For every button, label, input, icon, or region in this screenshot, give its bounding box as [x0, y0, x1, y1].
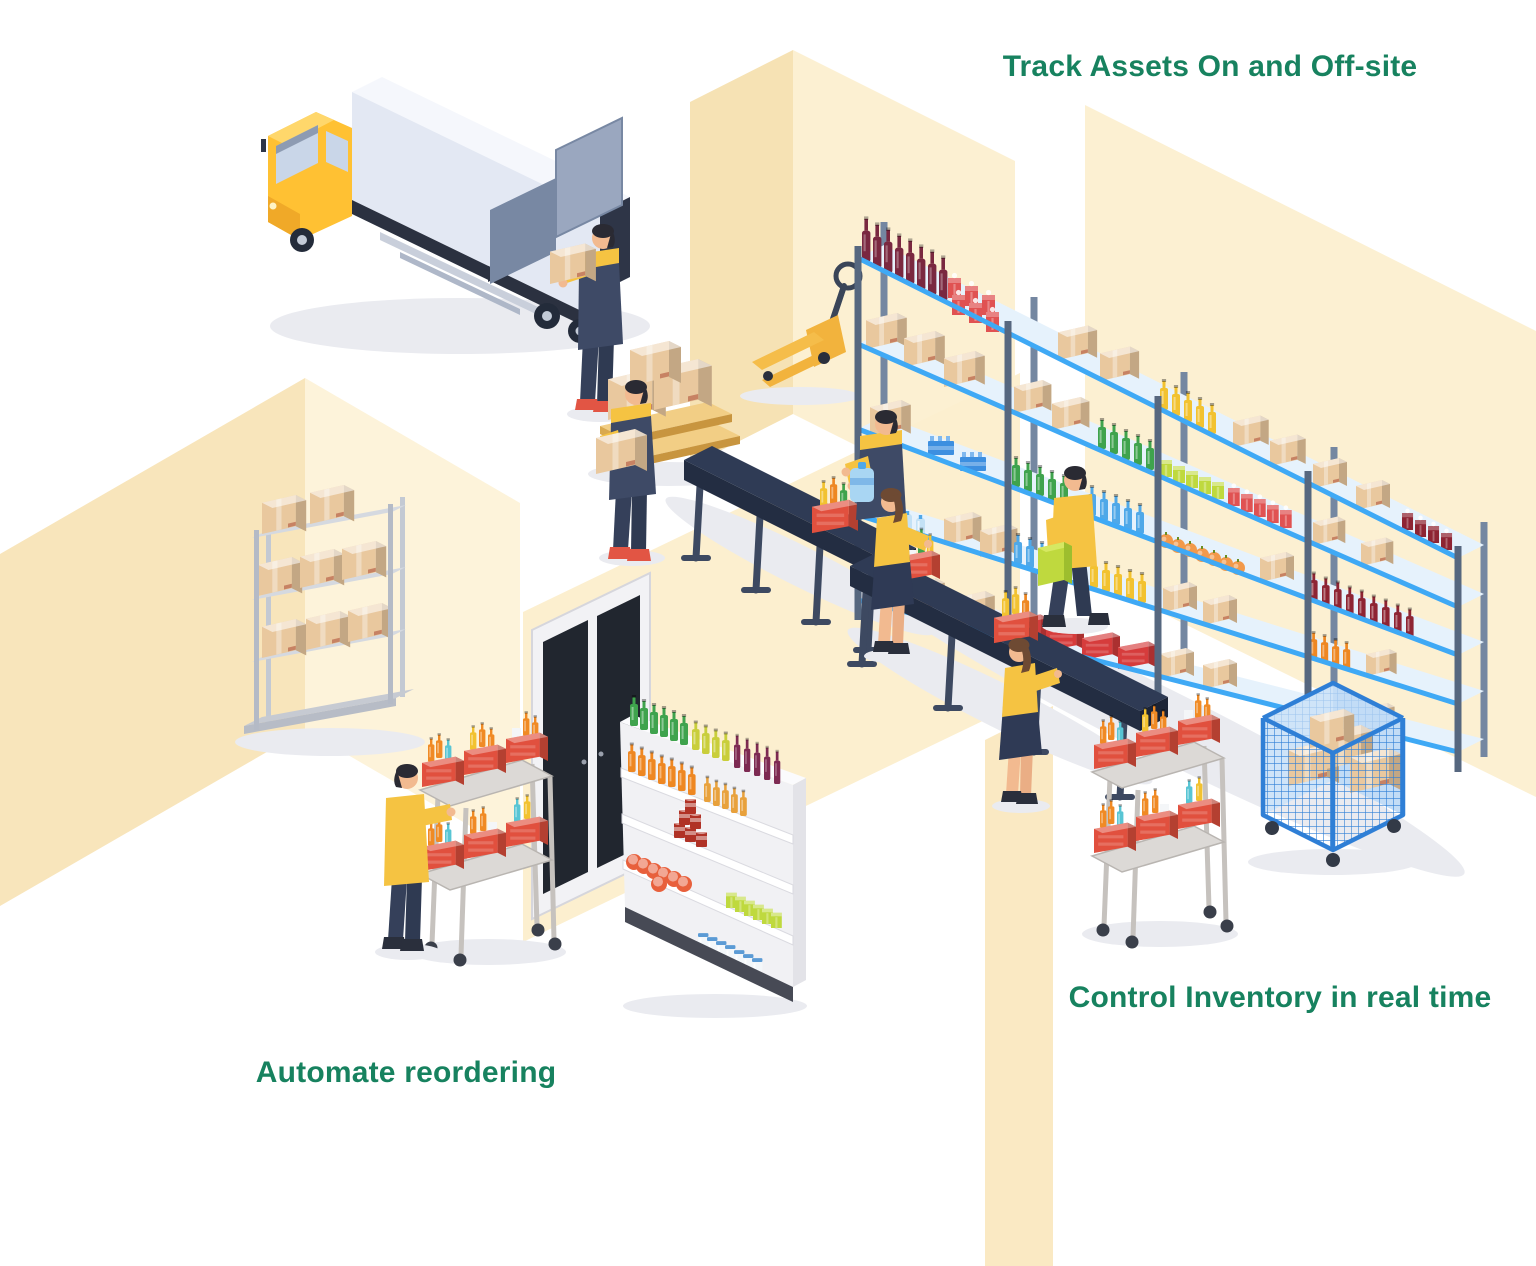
label-automate-reordering: Automate reordering: [255, 1056, 557, 1089]
conveyor-upper: [681, 446, 916, 654]
storage-shelf: [244, 485, 414, 734]
label-control-inventory: Control Inventory in real time: [1068, 981, 1492, 1014]
delivery-truck: [261, 77, 630, 343]
sorting-worker: [992, 638, 1062, 813]
supply-cart-left: [410, 711, 566, 967]
label-track-assets: Track Assets On and Off-site: [1002, 50, 1418, 83]
wire-mesh-cage: [1248, 680, 1418, 875]
packing-worker: [864, 488, 932, 663]
supply-cart-right: [1082, 693, 1238, 948]
pallet-worker: [596, 380, 665, 566]
pallet-jack: [752, 261, 863, 387]
cart-worker: [375, 764, 456, 960]
walking-worker: [1038, 466, 1110, 634]
conveyor-crates: [812, 476, 1038, 644]
display-shelf: [620, 695, 806, 1002]
